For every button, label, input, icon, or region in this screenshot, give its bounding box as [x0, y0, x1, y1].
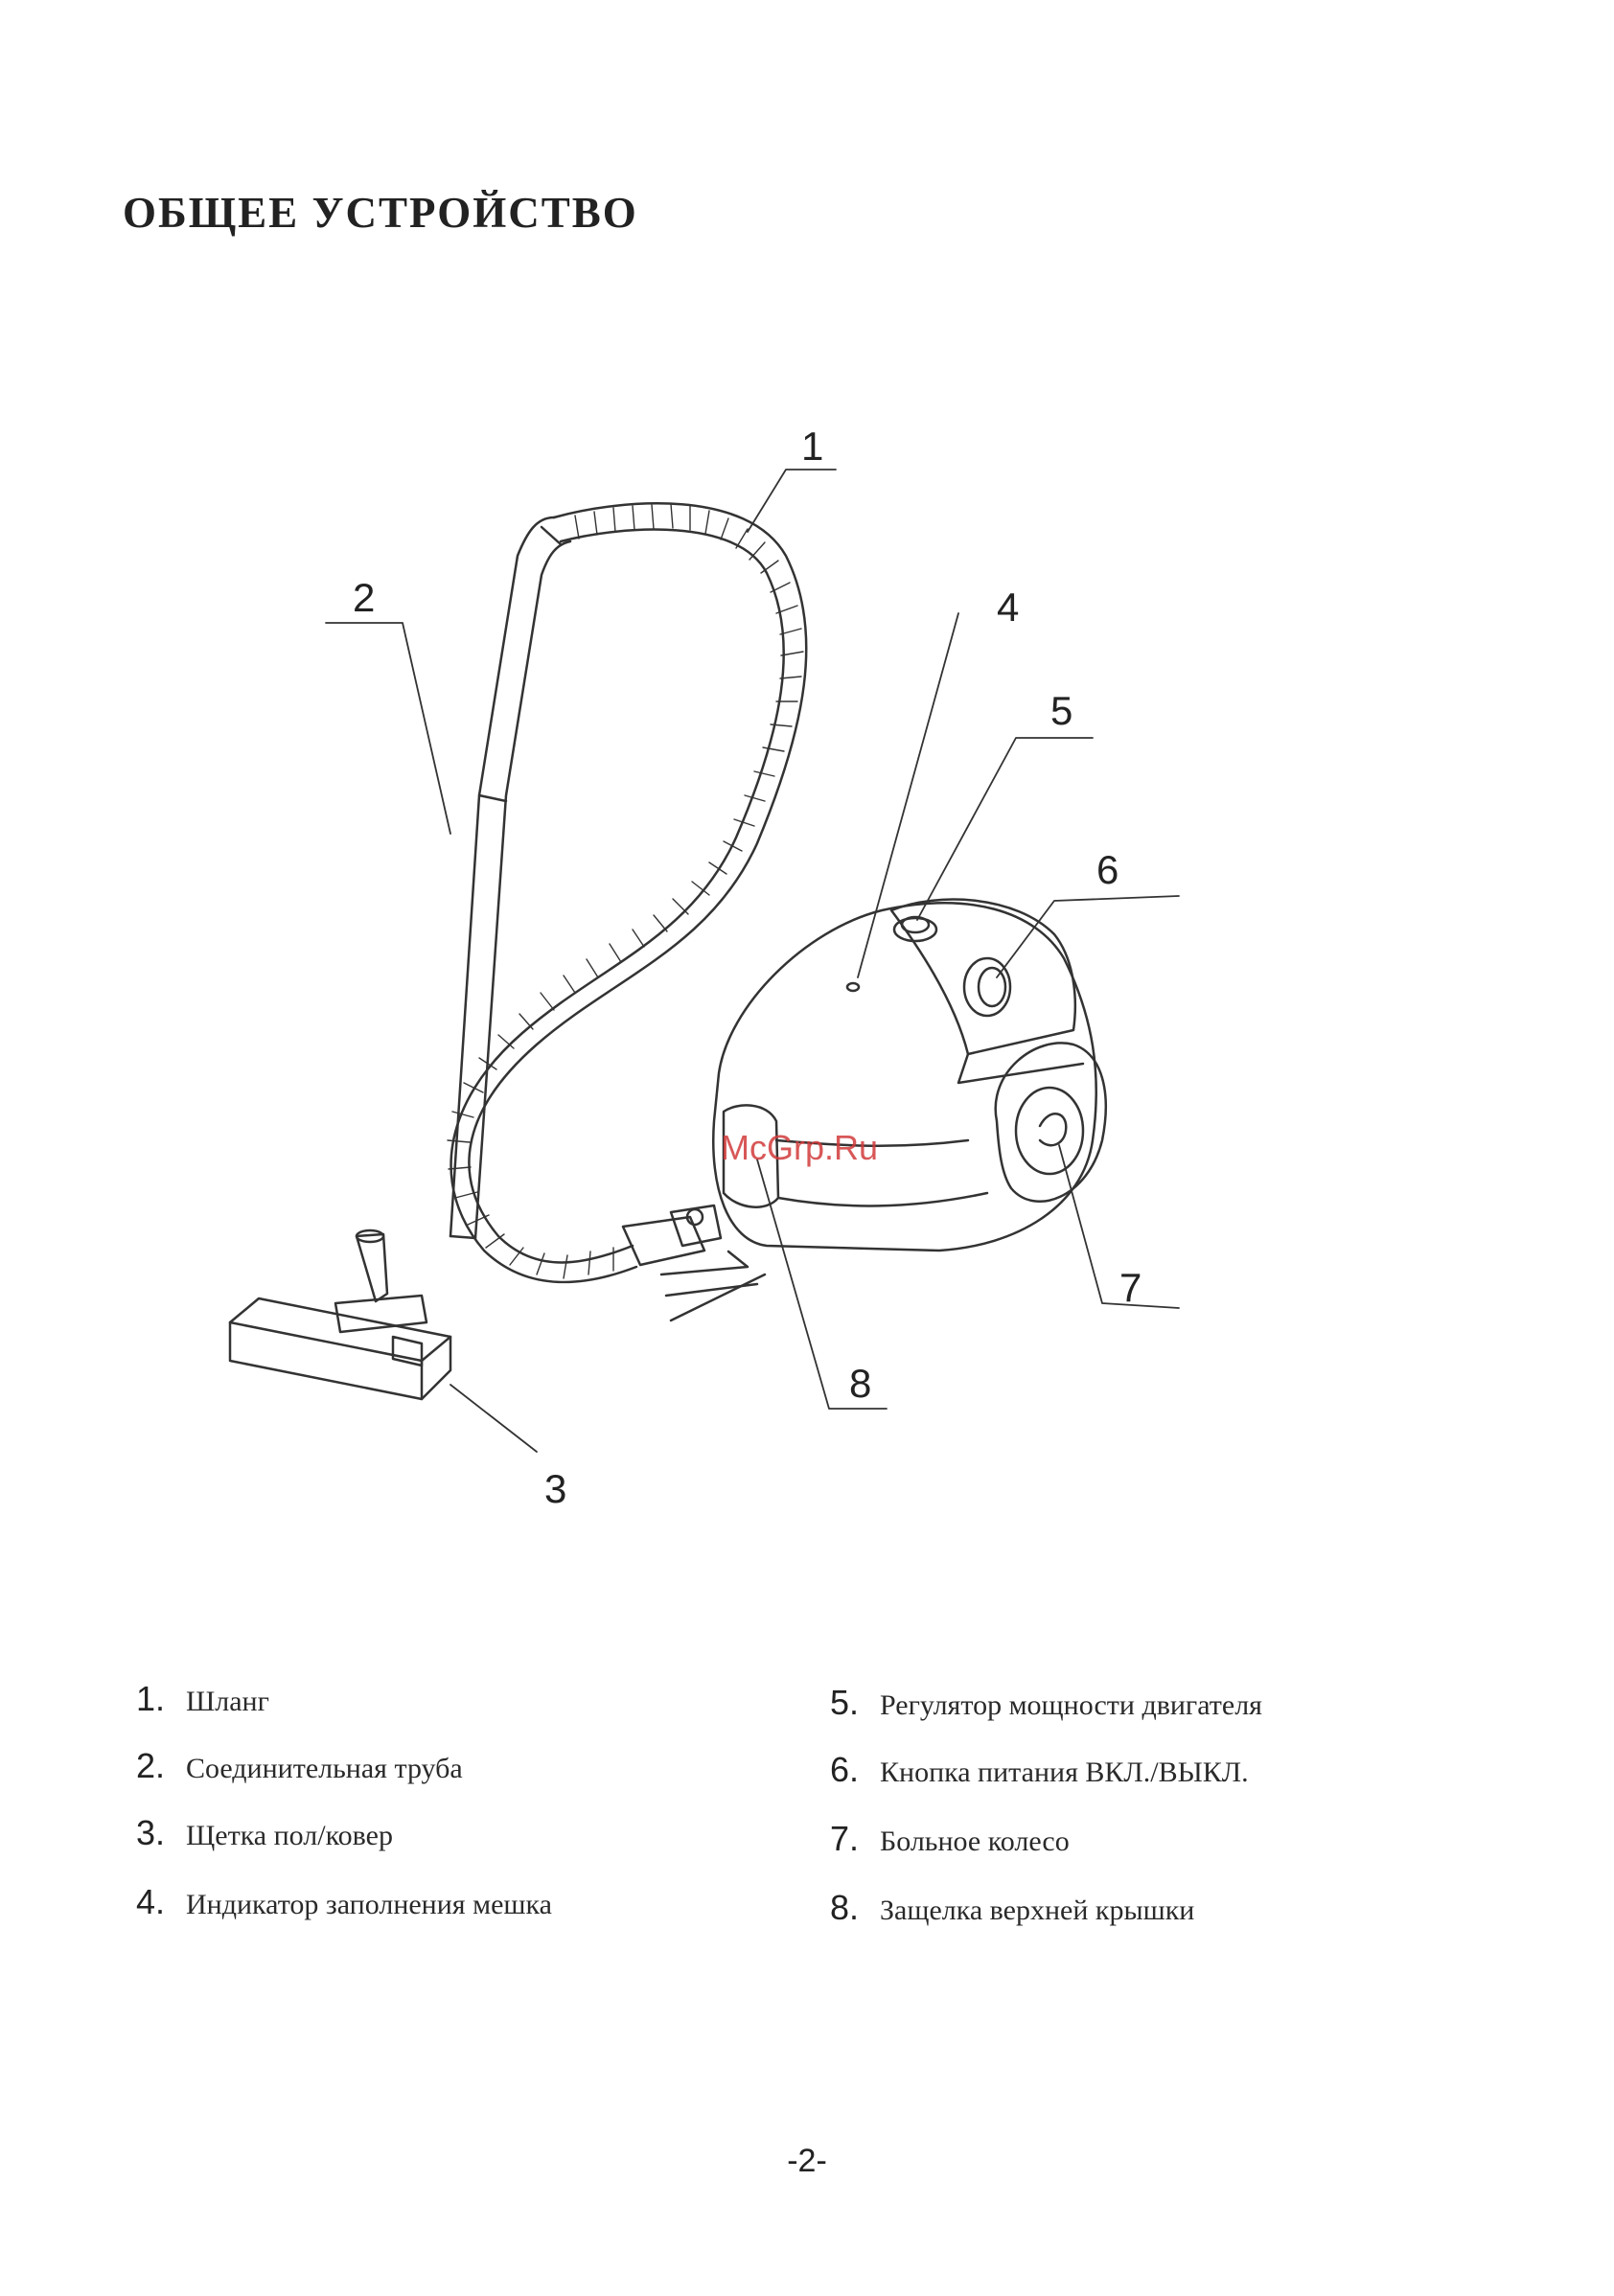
callout-6: 6: [1096, 847, 1118, 892]
legend-label: Защелка верхней крышки: [880, 1894, 1194, 1927]
legend-number: 1.: [136, 1679, 186, 1719]
legend-label: Соединительная труба: [186, 1753, 463, 1785]
legend-label: Щетка пол/ковер: [186, 1820, 393, 1852]
legend-number: 4.: [136, 1882, 186, 1922]
legend-number: 7.: [830, 1819, 880, 1859]
callout-4: 4: [997, 585, 1019, 630]
callout-3: 3: [544, 1466, 566, 1511]
legend-item: 7. Больное колесо: [830, 1819, 1070, 1859]
callout-8: 8: [849, 1361, 871, 1406]
legend-label: Регулятор мощности двигателя: [880, 1689, 1262, 1722]
legend-label: Больное колесо: [880, 1825, 1070, 1858]
page-number: -2-: [0, 2143, 1614, 2180]
callout-2: 2: [353, 575, 375, 620]
wheel: [996, 1043, 1106, 1201]
legend-number: 8.: [830, 1888, 880, 1928]
callout-1: 1: [801, 424, 823, 469]
legend-item: 3. Щетка пол/ковер: [136, 1813, 393, 1853]
legend-label: Индикатор заполнения мешка: [186, 1889, 552, 1921]
watermark: McGrp.Ru: [721, 1128, 878, 1167]
vacuum-cleaner-diagram: 1 2 3 4 5 6 7 8 McGrp.Ru: [0, 0, 1614, 1581]
vacuum-body: [713, 903, 1096, 1251]
floor-brush: [357, 1234, 387, 1301]
legend-item: 5. Регулятор мощности двигателя: [830, 1683, 1262, 1723]
legend-item: 1. Шланг: [136, 1679, 269, 1719]
legend-label: Кнопка питания ВКЛ./ВЫКЛ.: [880, 1756, 1249, 1789]
legend-item: 2. Соединительная труба: [136, 1746, 463, 1786]
callout-7: 7: [1119, 1265, 1141, 1310]
legend-item: 4. Индикатор заполнения мешка: [136, 1882, 552, 1922]
legend-number: 2.: [136, 1746, 186, 1786]
legend-label: Шланг: [186, 1686, 269, 1718]
legend-item: 8. Защелка верхней крышки: [830, 1888, 1194, 1928]
callout-5: 5: [1050, 688, 1072, 733]
legend-number: 3.: [136, 1813, 186, 1853]
legend-number: 6.: [830, 1750, 880, 1790]
legend-number: 5.: [830, 1683, 880, 1723]
legend-item: 6. Кнопка питания ВКЛ./ВЫКЛ.: [830, 1750, 1249, 1790]
